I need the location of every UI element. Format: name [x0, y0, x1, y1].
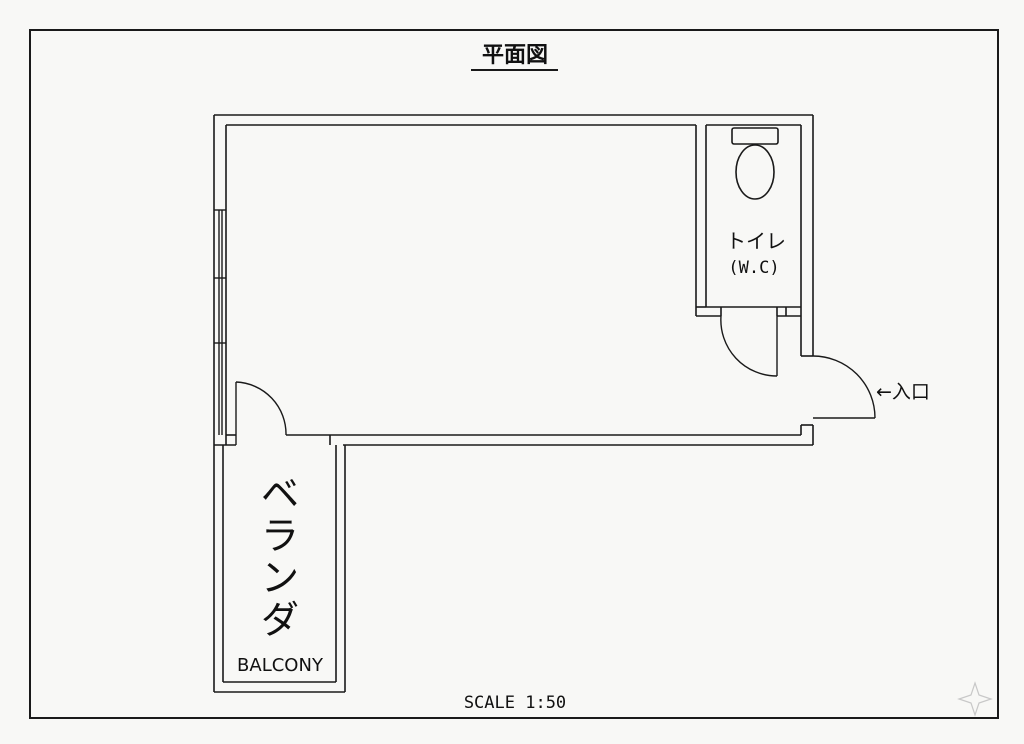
left-window [214, 209, 226, 435]
scale-label: SCALE 1:50 [464, 693, 566, 713]
entrance-door [812, 355, 876, 419]
balcony-door [235, 381, 287, 445]
toilet-label-ja: トイレ [726, 229, 786, 253]
balcony-label-en: BALCONY [237, 655, 324, 676]
balcony-label-ja: ベ ラ ン ダ [261, 472, 299, 642]
svg-text:ン: ン [261, 556, 299, 600]
svg-text:ダ: ダ [261, 598, 299, 642]
entrance-label: ←入口 [876, 381, 930, 403]
sparkle-icon [957, 681, 993, 717]
plan-title: 平面図 [482, 43, 548, 68]
sheet-border [29, 29, 999, 719]
balcony-walls [213, 445, 346, 693]
toilet-label-en: (W.C) [728, 258, 779, 278]
toilet-fixture-icon [731, 127, 779, 200]
svg-text:ベ: ベ [261, 472, 299, 516]
toilet-door [720, 315, 778, 377]
main-room-walls [213, 114, 814, 446]
svg-text:ラ: ラ [261, 514, 299, 558]
toilet-room-walls [695, 124, 802, 317]
